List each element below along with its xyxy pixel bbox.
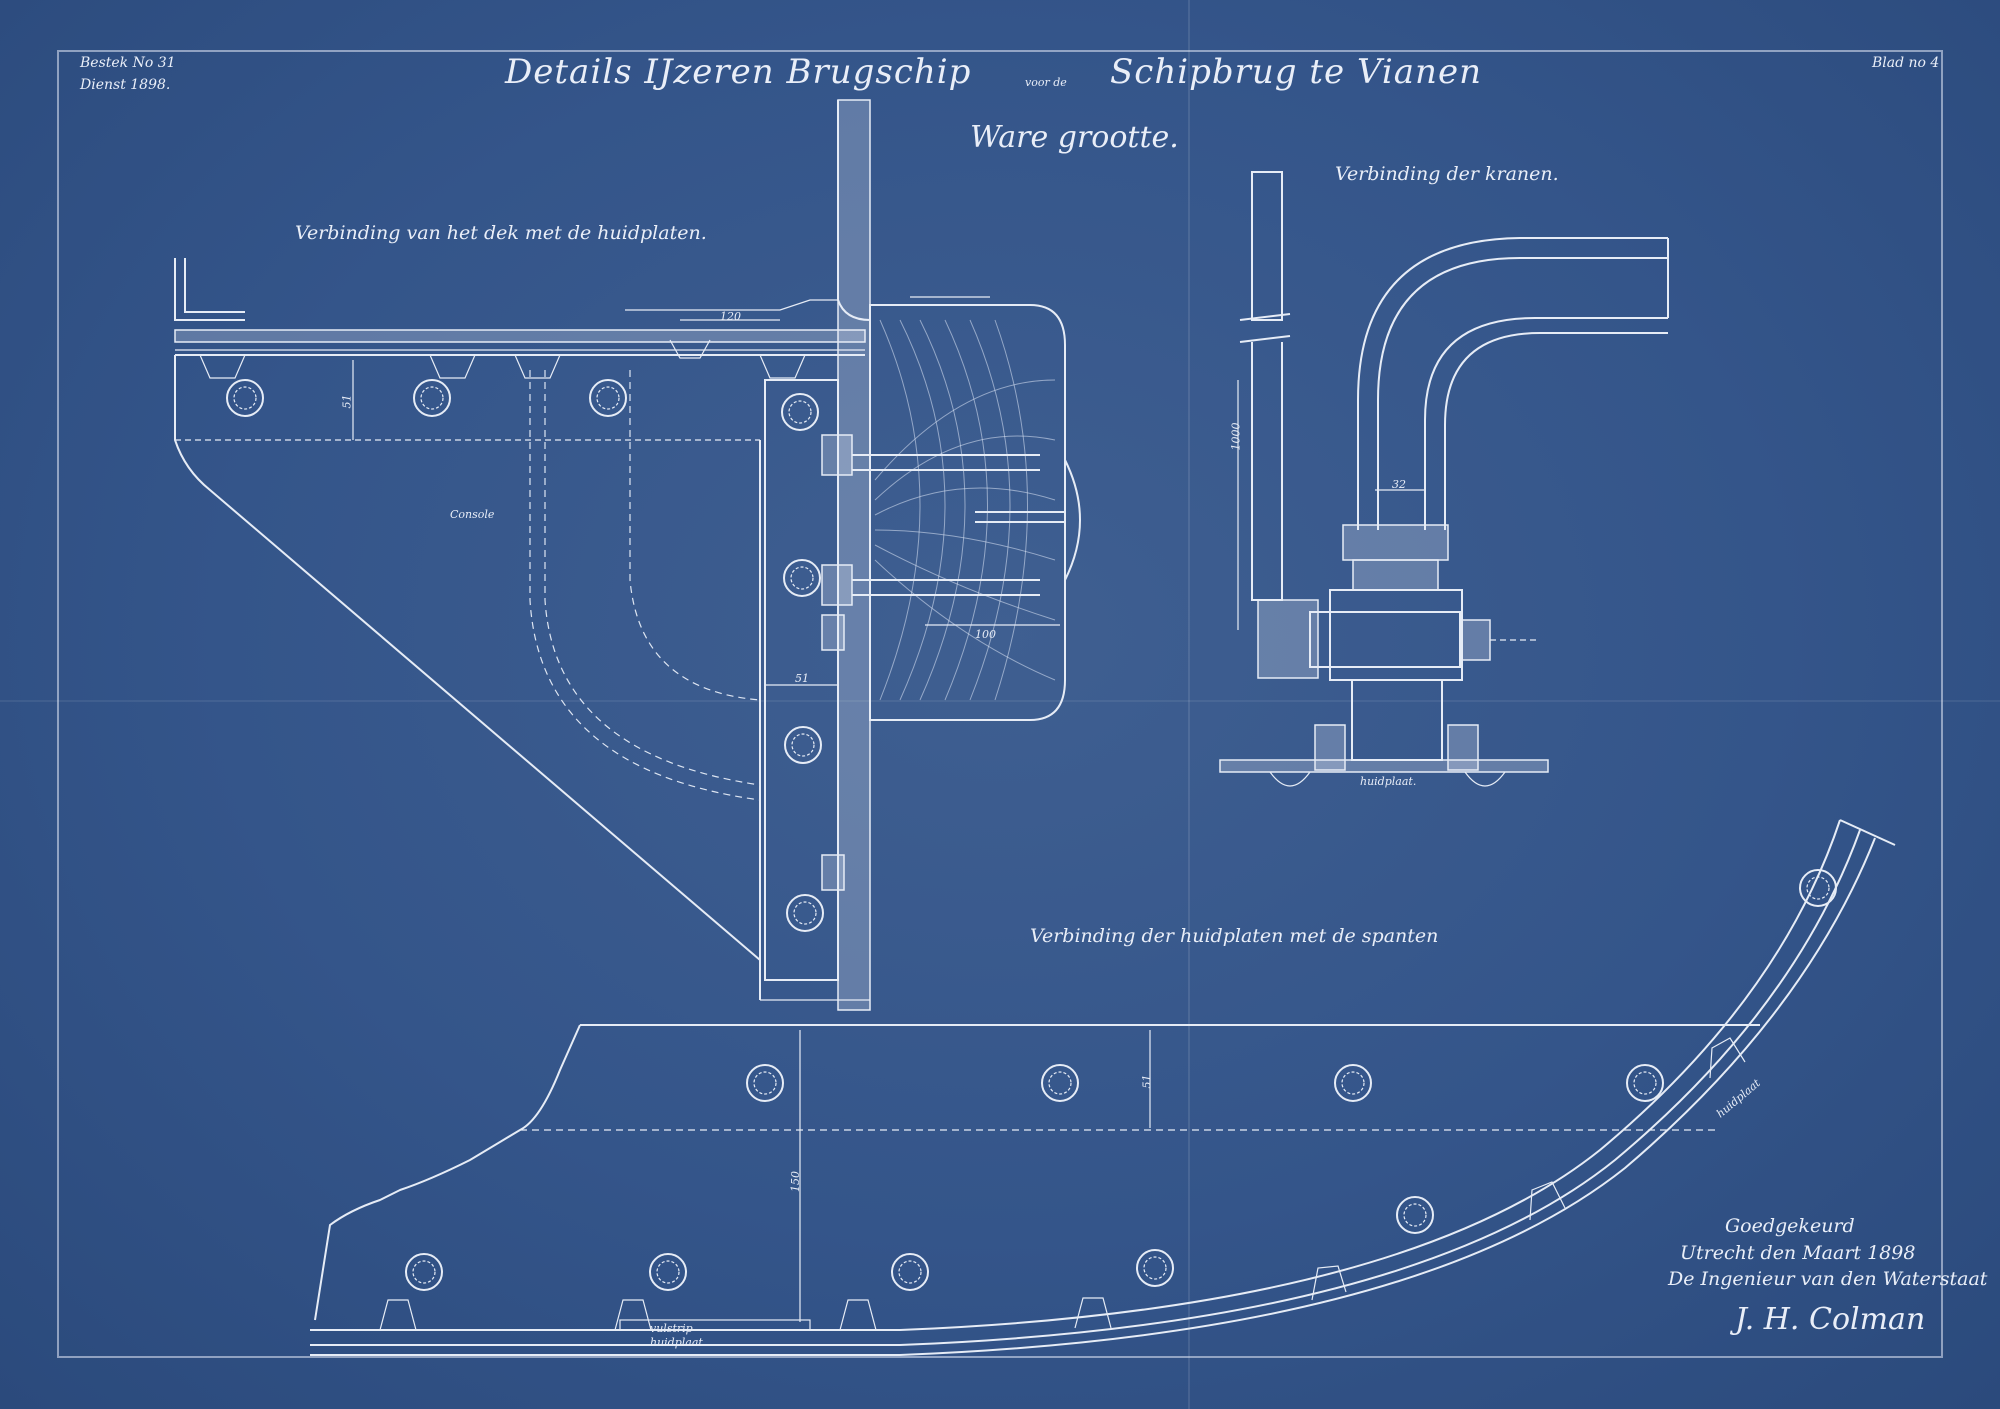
dimension-150: 150: [789, 1171, 802, 1192]
huidplaat-bottom-label: huidplaat: [650, 1336, 703, 1349]
sheet-number: Blad no 4: [1872, 55, 1940, 71]
fold-line-horizontal: [0, 700, 2000, 702]
dimension-51-strap: 51: [795, 672, 809, 685]
dimension-51-frame: 51: [1140, 1074, 1154, 1089]
console-label: Console: [450, 508, 495, 521]
dimension-51-deck: 51: [340, 394, 354, 409]
vulstrip-label: vulstrip: [650, 1322, 693, 1335]
approval-signature: J. H. Colman: [1735, 1302, 1926, 1337]
dimension-100: 100: [975, 628, 996, 641]
approval-goedgekeurd: Goedgekeurd: [1725, 1215, 1855, 1237]
approval-title: De Ingenieur van den Waterstaat: [1668, 1268, 1988, 1290]
dimension-1000: 1000: [1229, 422, 1243, 451]
subtitle: Ware grootte.: [970, 120, 1179, 155]
spanten-detail: [310, 819, 1896, 1356]
kranen-detail-label: Verbinding der kranen.: [1335, 163, 1559, 185]
fold-line-vertical: [1188, 0, 1190, 1409]
dimension-120: 120: [720, 310, 741, 323]
dienst-label: Dienst 1898.: [80, 77, 171, 93]
title-part1: Details IJzeren Brugschip: [505, 52, 972, 92]
kranen-detail: [1219, 171, 1669, 787]
frame-rivets: [405, 869, 1837, 1291]
spanten-detail-label: Verbinding der huidplaten met de spanten: [1030, 925, 1439, 947]
bestek-label: Bestek No 31: [80, 55, 176, 71]
approval-place-date: Utrecht den Maart 1898: [1680, 1242, 1916, 1264]
sheet-border: [57, 50, 1943, 1358]
title-voor: voor de: [1025, 76, 1067, 89]
title-part2: Schipbrug te Vianen: [1110, 52, 1482, 92]
deck-detail-label: Verbinding van het dek met de huidplaten…: [295, 222, 707, 244]
huidplaat-label: huidplaat.: [1360, 775, 1417, 788]
deck-connection-detail: [174, 99, 1081, 1011]
dimension-32: 32: [1392, 478, 1406, 491]
